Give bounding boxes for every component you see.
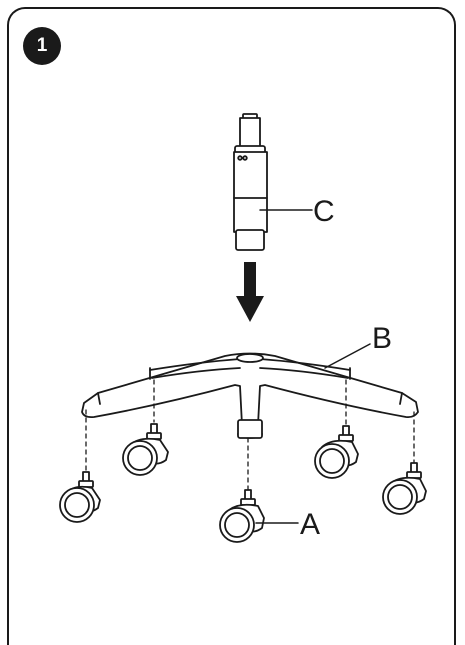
leader-line-b xyxy=(324,343,371,369)
caster-wheel xyxy=(314,425,359,479)
callout-label-base: B xyxy=(372,322,392,355)
caster-wheel xyxy=(122,423,169,476)
step-number-badge: 1 xyxy=(23,27,61,65)
five-star-base xyxy=(81,352,419,439)
down-arrow-icon xyxy=(236,262,264,322)
caster-wheel xyxy=(382,462,427,515)
callout-leaders xyxy=(255,209,371,524)
caster-wheel xyxy=(59,471,101,523)
callout-label-caster: A xyxy=(300,508,320,541)
alignment-guides xyxy=(85,379,415,491)
caster-wheel xyxy=(219,489,265,543)
callout-label-gas-lift: C xyxy=(313,195,335,228)
panel-frame xyxy=(7,7,456,645)
gas-lift-cylinder xyxy=(233,113,268,251)
